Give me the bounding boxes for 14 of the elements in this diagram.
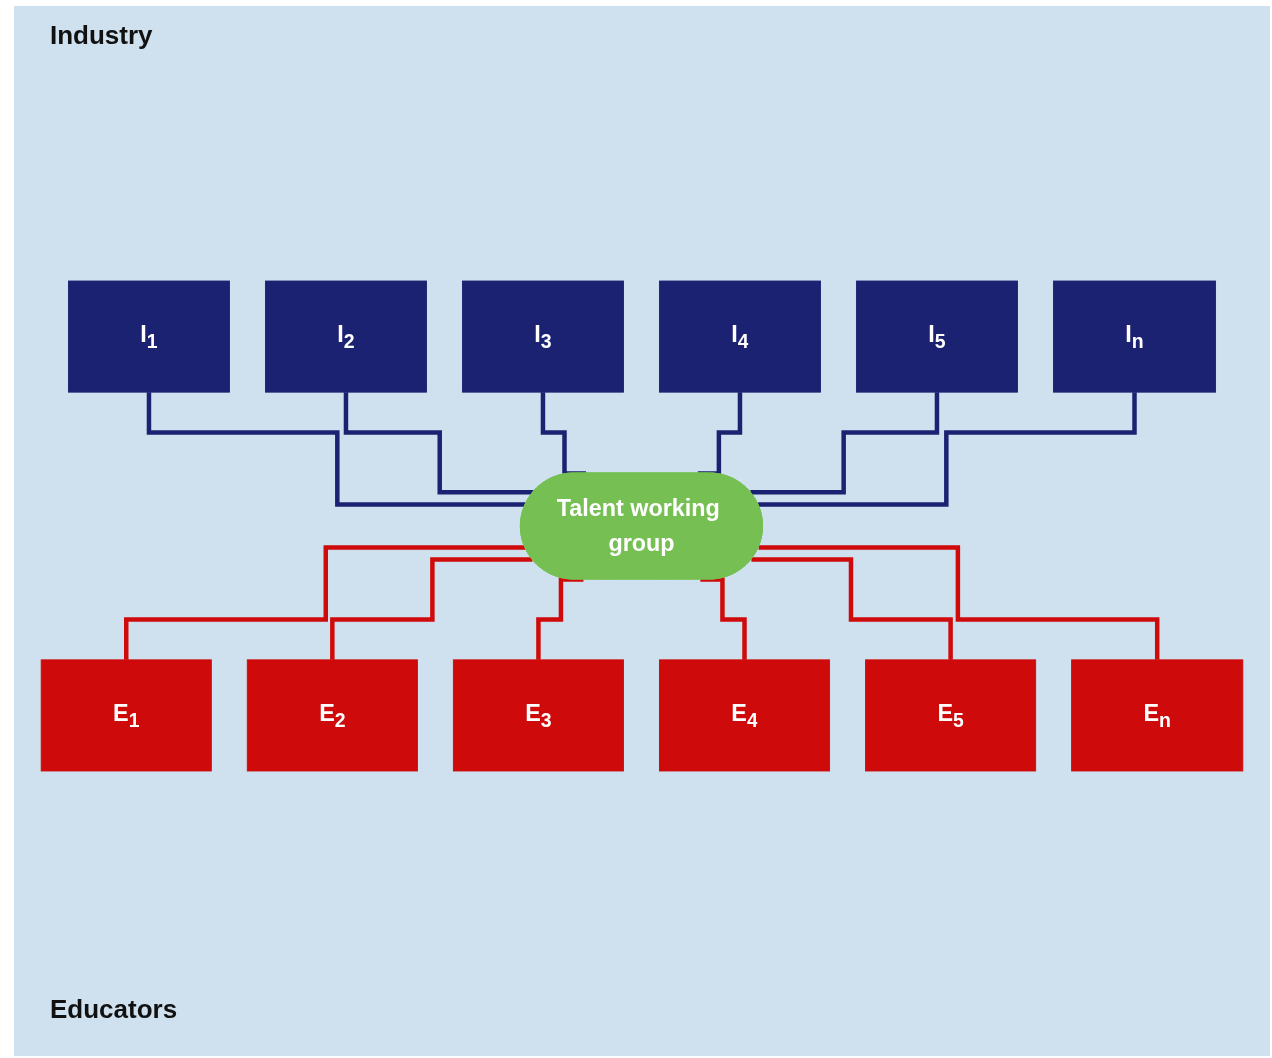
node-box: I$_{n}$: [1053, 280, 1216, 393]
node-box: I$_{5}$: [855, 280, 1018, 393]
node-box: I$_{4}$: [658, 280, 821, 393]
node-box: E$_{1}$: [40, 659, 212, 772]
node-box: I$_{2}$: [265, 280, 427, 393]
node-box: E$_{n}$: [1071, 659, 1244, 772]
node-box: E$_{2}$: [246, 659, 418, 772]
group-heading: Industry: [50, 20, 153, 51]
node-box: E$_{4}$: [658, 659, 831, 772]
node-box: E$_{5}$: [865, 659, 1037, 772]
group-heading: Educators: [50, 994, 178, 1025]
node-box: E$_{3}$: [452, 659, 624, 772]
node-box: I$_{3}$: [462, 280, 624, 393]
node-box: I$_{1}$: [68, 280, 230, 393]
